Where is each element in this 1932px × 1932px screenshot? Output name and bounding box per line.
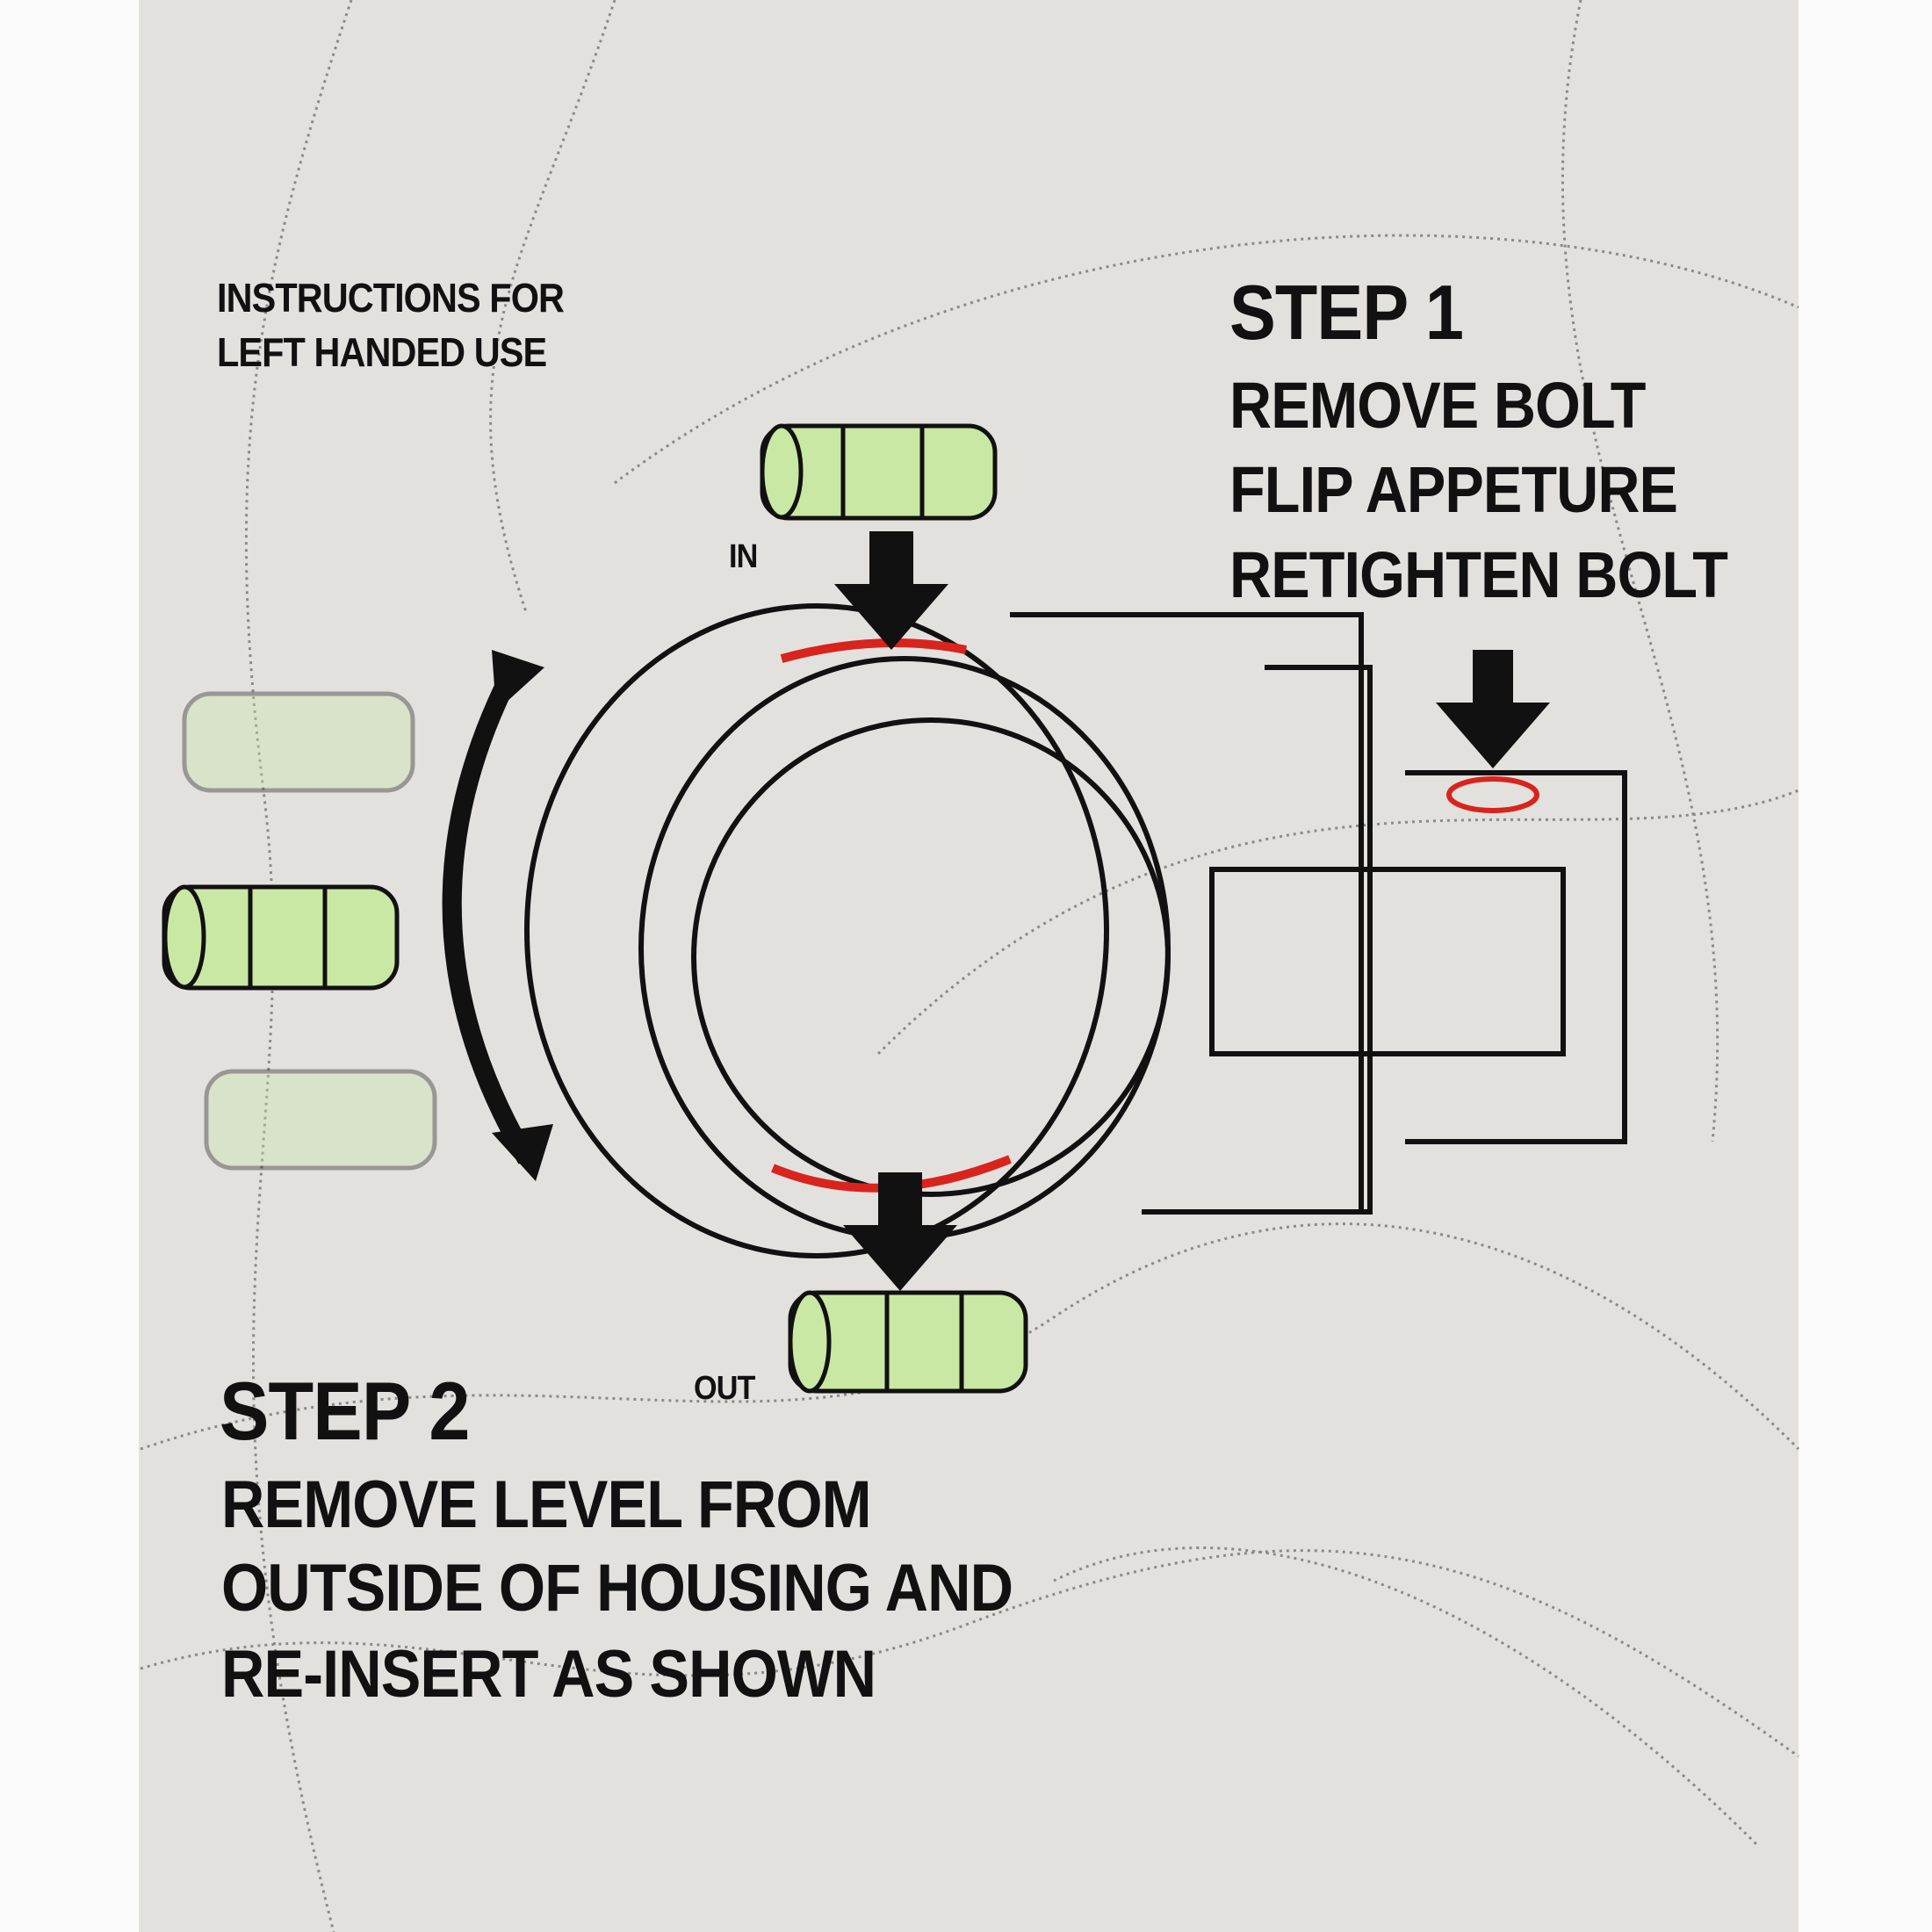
arrow-down-bolt xyxy=(1436,650,1550,768)
level-vials xyxy=(162,423,1028,1394)
header-line-1: INSTRUCTIONS FOR xyxy=(217,275,565,321)
contour-lines xyxy=(140,0,1800,1932)
rotate-arrow xyxy=(442,672,536,1164)
step1-title: STEP 1 xyxy=(1229,269,1464,356)
instruction-panel xyxy=(139,0,1799,1932)
arrow-down-in xyxy=(834,531,948,650)
step2-line-3: RE-INSERT AS SHOWN xyxy=(221,1637,876,1712)
arrow-down-out xyxy=(843,1172,957,1291)
step2-line-2: OUTSIDE OF HOUSING AND xyxy=(221,1551,1013,1626)
label-in: IN xyxy=(729,538,758,575)
step1-line-3: RETIGHTEN BOLT xyxy=(1229,538,1728,611)
level-left xyxy=(162,884,400,991)
level-bottom xyxy=(788,1290,1028,1394)
label-out: OUT xyxy=(694,1370,755,1407)
step1-line-2: FLIP APPETURE xyxy=(1229,453,1678,526)
step2-line-1: REMOVE LEVEL FROM xyxy=(221,1467,872,1542)
arrows xyxy=(834,531,1550,1291)
step2-title: STEP 2 xyxy=(220,1365,470,1457)
step1-line-1: REMOVE BOLT xyxy=(1229,369,1646,442)
level-ghost-upper xyxy=(182,691,415,793)
rotate-arrowheads xyxy=(492,650,553,1181)
level-top xyxy=(760,423,998,521)
header-line-2: LEFT HANDED USE xyxy=(217,329,547,375)
level-ghost-lower xyxy=(204,1069,437,1171)
